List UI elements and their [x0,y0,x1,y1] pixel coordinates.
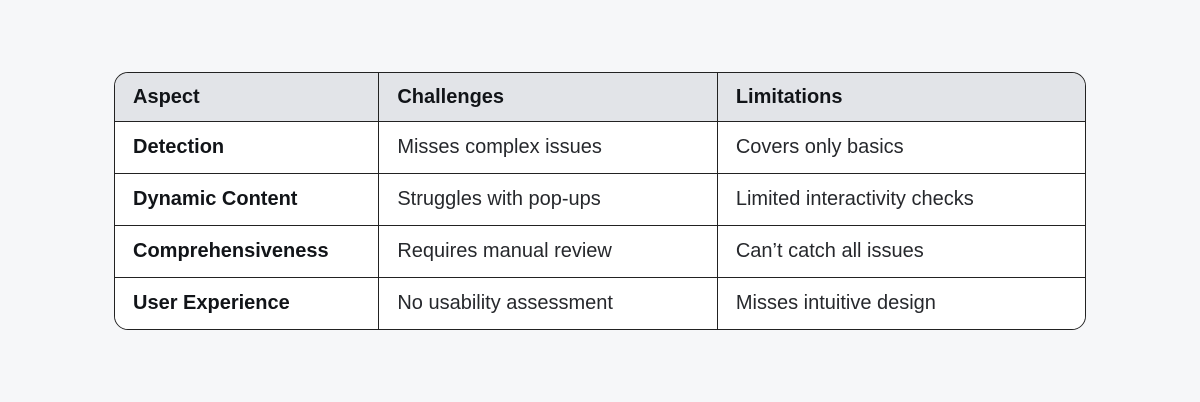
cell-aspect: Comprehensiveness [115,225,380,278]
cell-limitations: Limited interactivity checks [716,173,1085,226]
cell-limitations: Misses intuitive design [716,277,1085,329]
comparison-table-container: Aspect Challenges Limitations Detection … [114,72,1086,330]
cell-challenges: Misses complex issues [378,121,718,174]
table-row: Detection Misses complex issues Covers o… [115,121,1085,174]
table-row: User Experience No usability assessment … [115,277,1085,329]
table-row: Comprehensiveness Requires manual review… [115,225,1085,278]
cell-limitations: Covers only basics [716,121,1085,174]
cell-aspect: User Experience [115,277,380,329]
column-header-limitations: Limitations [716,73,1085,122]
cell-challenges: Requires manual review [378,225,718,278]
cell-limitations: Can’t catch all issues [716,225,1085,278]
table-header: Aspect Challenges Limitations [115,73,1085,122]
column-header-challenges: Challenges [378,73,718,122]
comparison-table: Aspect Challenges Limitations Detection … [115,73,1085,329]
cell-aspect: Dynamic Content [115,173,380,226]
cell-aspect: Detection [115,121,380,174]
table-row: Dynamic Content Struggles with pop-ups L… [115,173,1085,226]
table-body: Detection Misses complex issues Covers o… [115,121,1085,329]
cell-challenges: Struggles with pop-ups [378,173,718,226]
column-header-aspect: Aspect [115,73,380,122]
cell-challenges: No usability assessment [378,277,718,329]
header-row: Aspect Challenges Limitations [115,73,1085,122]
